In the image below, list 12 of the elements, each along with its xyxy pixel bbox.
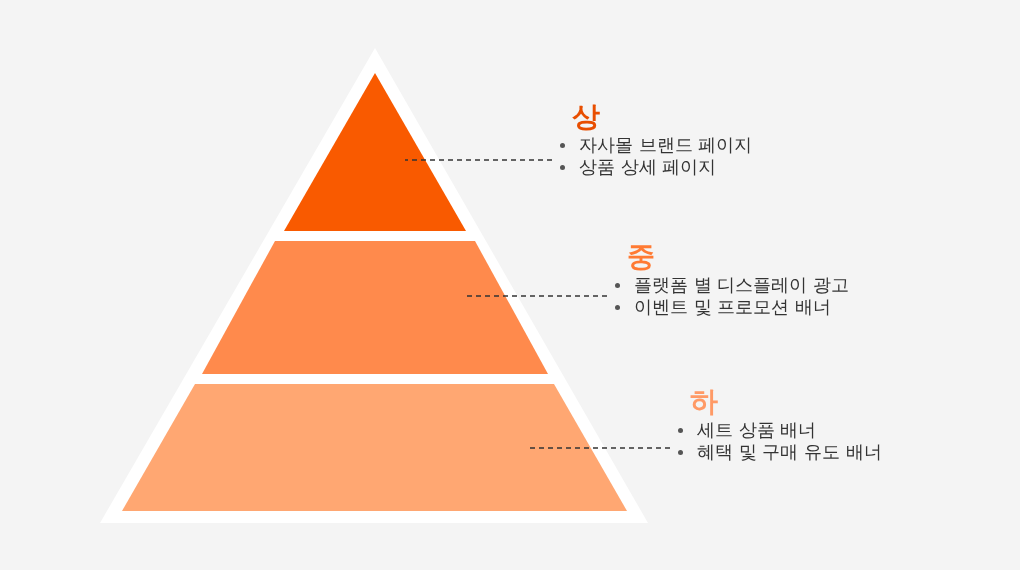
bullet-item: 자사몰 브랜드 페이지	[579, 134, 753, 155]
bullet-item: 플랫폼 별 디스플레이 광고	[634, 274, 850, 295]
leader-line	[464, 295, 608, 297]
bullet-item: 상품 상세 페이지	[579, 156, 717, 177]
bullet-item: 혜택 및 구매 유도 배너	[697, 441, 882, 462]
tier-heading: 중	[627, 240, 655, 274]
leader-line	[527, 447, 671, 449]
leader-line	[404, 159, 553, 161]
tier-heading: 하	[690, 385, 718, 419]
tier-heading: 상	[572, 100, 600, 134]
bullet-item: 이벤트 및 프로모션 배너	[634, 296, 832, 317]
bullet-item: 세트 상품 배너	[697, 419, 817, 440]
